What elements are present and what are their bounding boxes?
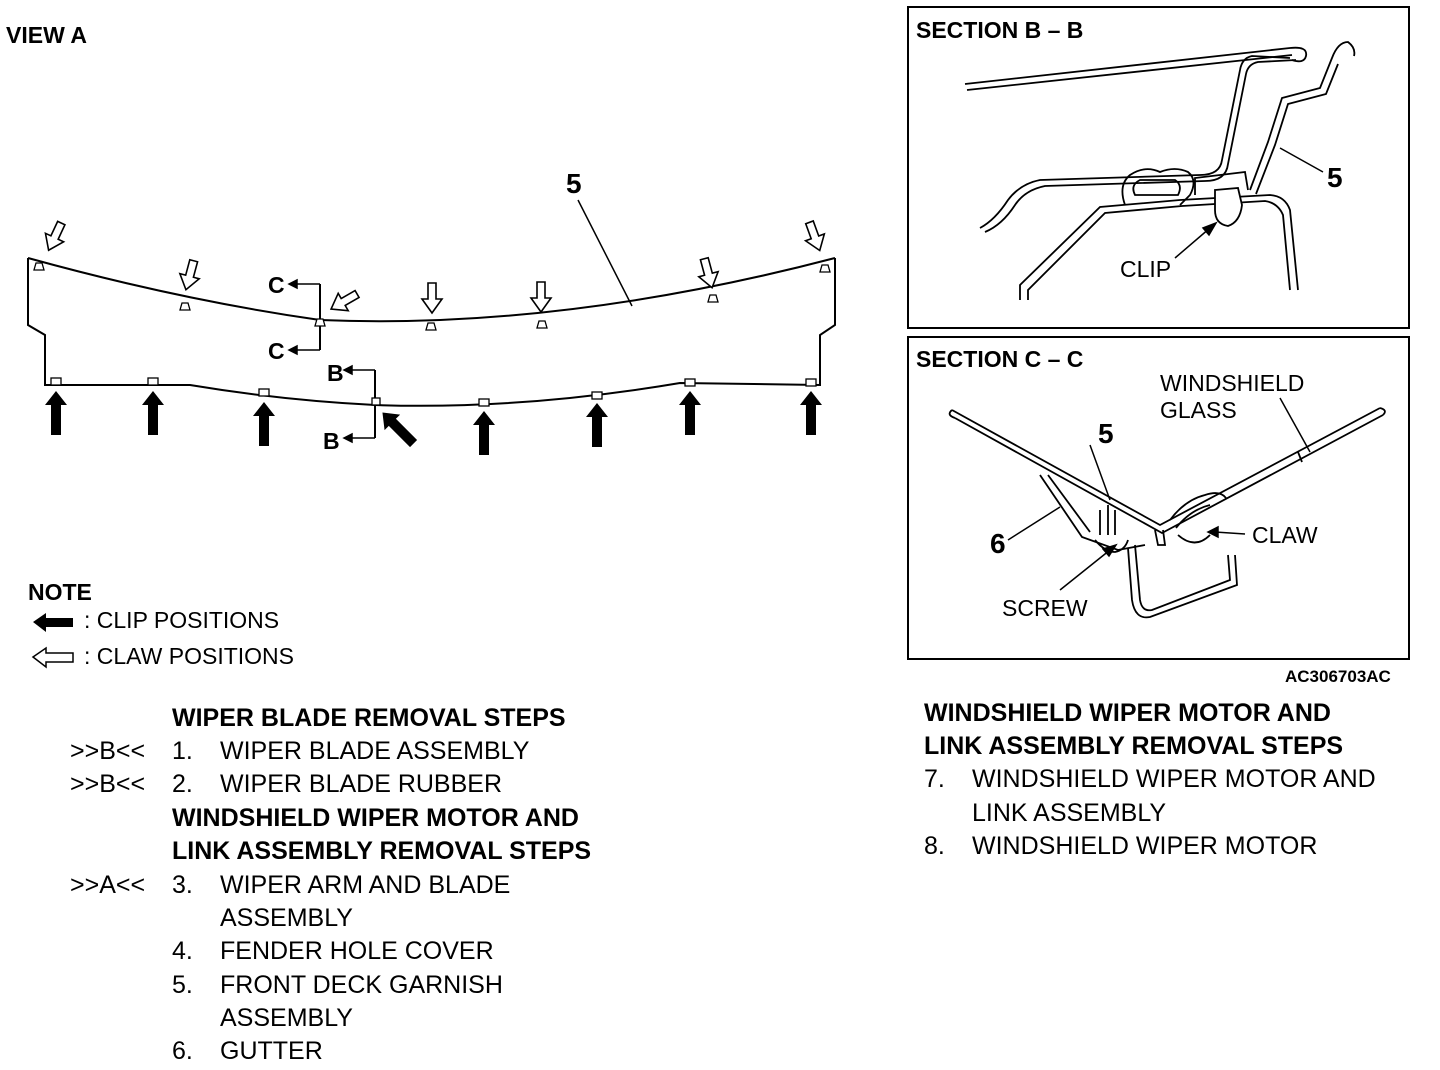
claw-label: CLAW <box>1252 522 1318 548</box>
right-heading-line2: LINK ASSEMBLY REMOVAL STEPS <box>924 732 1344 760</box>
step-8-number: 8. <box>924 832 945 860</box>
right-heading-line1: WINDSHIELD WIPER MOTOR AND <box>924 699 1331 727</box>
step-4-text: FENDER HOLE COVER <box>220 937 494 965</box>
step-3-number: 3. <box>172 871 193 899</box>
clip-position-arrows <box>45 391 822 455</box>
step-2-code: >>B<< <box>70 770 146 798</box>
section-cc-drawing <box>948 407 1386 619</box>
windshield-glass-label-2: GLASS <box>1160 397 1237 423</box>
step-3-code: >>A<< <box>70 871 146 899</box>
note-title: NOTE <box>28 579 92 605</box>
screw-label: SCREW <box>1002 595 1088 621</box>
figure-code: AC306703AC <box>1285 667 1391 686</box>
step-7-number: 7. <box>924 765 945 793</box>
windshield-glass-label-1: WINDSHIELD <box>1160 370 1305 396</box>
clip-label: CLIP <box>1120 256 1172 282</box>
step-1-text: WIPER BLADE ASSEMBLY <box>220 737 530 765</box>
section-cc-title: SECTION C – C <box>916 346 1084 372</box>
clip-leader <box>1174 221 1218 259</box>
step-8-text: WINDSHIELD WIPER MOTOR <box>972 832 1318 860</box>
view-a-part5-label: 5 <box>566 168 582 199</box>
section-b-top-label: B <box>327 360 344 386</box>
step-7-text: WINDSHIELD WIPER MOTOR AND <box>972 765 1376 793</box>
step-5-text-line2: ASSEMBLY <box>220 1004 353 1032</box>
claw-legend-icon <box>31 646 74 669</box>
claw-position-arrows <box>38 218 830 319</box>
section-bb-part5-label: 5 <box>1327 162 1343 193</box>
section-cc-frame <box>907 336 1410 660</box>
note-claw-positions: : CLAW POSITIONS <box>84 643 295 669</box>
section-cc-part5-label: 5 <box>1098 418 1114 449</box>
part5-leader <box>577 199 633 307</box>
note-clip-positions: : CLIP POSITIONS <box>84 607 280 633</box>
section-bb-frame <box>907 6 1410 329</box>
section-lines <box>287 278 375 444</box>
section-bb-part5-leader <box>1279 147 1324 173</box>
step-6-number: 6. <box>172 1037 193 1065</box>
step-4-number: 4. <box>172 937 193 965</box>
step-1-code: >>B<< <box>70 737 146 765</box>
section-bb-drawing <box>964 41 1356 300</box>
motor-heading-line2: LINK ASSEMBLY REMOVAL STEPS <box>172 837 592 865</box>
step-7-text-line2: LINK ASSEMBLY <box>972 799 1167 827</box>
section-c-top-label: C <box>268 272 285 298</box>
step-6-text: GUTTER <box>220 1037 323 1065</box>
section-c-bottom-label: C <box>268 338 285 364</box>
section-cc-leaders <box>1007 397 1311 591</box>
view-a-title: VIEW A <box>6 22 87 48</box>
section-cc-part6-label: 6 <box>990 528 1006 559</box>
wiper-blade-heading: WIPER BLADE REMOVAL STEPS <box>172 704 566 732</box>
motor-heading-line1: WINDSHIELD WIPER MOTOR AND <box>172 804 579 832</box>
step-5-text: FRONT DECK GARNISH <box>220 971 503 999</box>
step-1-number: 1. <box>172 737 193 765</box>
clip-legend-icon <box>33 613 73 632</box>
step-2-text: WIPER BLADE RUBBER <box>220 770 503 798</box>
section-bb-title: SECTION B – B <box>916 17 1084 43</box>
claw-tabs <box>33 262 831 331</box>
clip-tabs <box>50 377 817 407</box>
step-2-number: 2. <box>172 770 193 798</box>
step-5-number: 5. <box>172 971 193 999</box>
section-b-bottom-label: B <box>323 428 340 454</box>
step-3-text: WIPER ARM AND BLADE <box>220 871 511 899</box>
step-3-text-line2: ASSEMBLY <box>220 904 353 932</box>
